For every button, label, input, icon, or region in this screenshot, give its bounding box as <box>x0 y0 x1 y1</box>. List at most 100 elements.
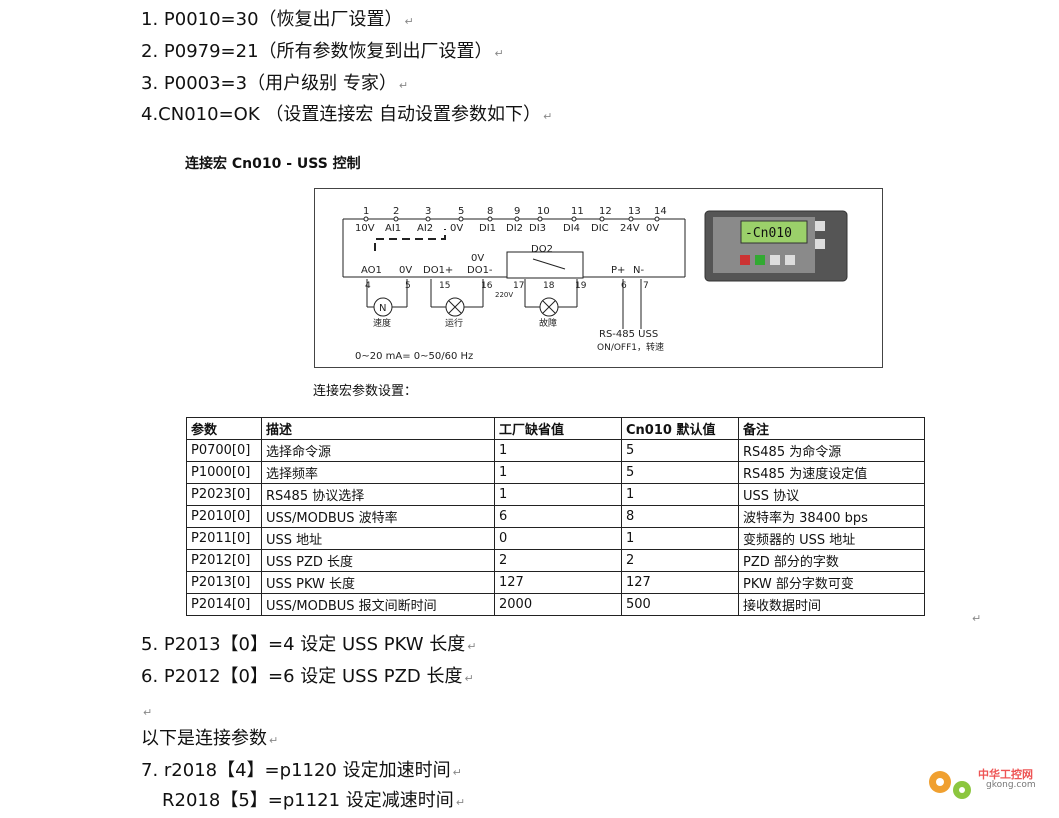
terminal-label: P+ <box>611 265 625 276</box>
table-cell: 5 <box>621 439 739 462</box>
terminal-number: 11 <box>571 206 584 217</box>
step-3: 3. P0003=3（用户级别 专家）↵ <box>141 73 409 94</box>
terminal-number: 15 <box>439 281 450 291</box>
terminal-label: 0V <box>399 265 412 276</box>
table-header: Cn010 默认值 <box>621 417 739 440</box>
terminal-label: 0V <box>646 223 659 234</box>
table-cell: 1 <box>621 483 739 506</box>
step-7: 7. r2018【4】=p1120 设定加速时间↵ <box>141 760 462 781</box>
table-cell: RS485 协议选择 <box>261 483 495 506</box>
table-cell: 选择命令源 <box>261 439 495 462</box>
terminal-label: DO1- <box>467 265 493 276</box>
terminal-number: 12 <box>599 206 612 217</box>
table-cell: P2011[0] <box>186 527 262 550</box>
watermark-sub: gkong.com <box>986 780 1036 790</box>
table-cell: USS/MODBUS 波特率 <box>261 505 495 528</box>
terminal-number: 8 <box>487 206 493 217</box>
terminal-dot <box>458 216 464 222</box>
table-cell: 选择频率 <box>261 461 495 484</box>
table-cell: RS485 为命令源 <box>738 439 925 462</box>
do2-label: DO2 <box>531 244 553 255</box>
table-cell: PZD 部分的字数 <box>738 549 925 572</box>
table-cell: RS485 为速度设定值 <box>738 461 925 484</box>
table-header: 参数 <box>186 417 262 440</box>
table-cell: 2000 <box>494 593 622 616</box>
table-header-row: 参数 描述 工厂缺省值 Cn010 默认值 备注 <box>186 417 925 440</box>
table-caption: 连接宏参数设置： <box>313 384 418 399</box>
terminal-label: N- <box>633 265 644 276</box>
table-cell: 1 <box>494 483 622 506</box>
table-cell: P0700[0] <box>186 439 262 462</box>
table-header: 描述 <box>261 417 495 440</box>
terminal-dot <box>571 216 577 222</box>
table-header: 备注 <box>738 417 925 440</box>
terminal-dot <box>425 216 431 222</box>
watermark-text: 中华工控网 <box>978 768 1033 781</box>
terminal-label: 24V <box>620 223 640 234</box>
table-cell: 6 <box>494 505 622 528</box>
table-cell: P2023[0] <box>186 483 262 506</box>
table-cell: P1000[0] <box>186 461 262 484</box>
table-cell: USS PZD 长度 <box>261 549 495 572</box>
table-cell: 1 <box>621 527 739 550</box>
table-cell: 127 <box>621 571 739 594</box>
step-5: 5. P2013【0】=4 设定 USS PKW 长度↵ <box>141 634 477 655</box>
table-cell: USS 地址 <box>261 527 495 550</box>
terminal-number: 7 <box>643 281 649 291</box>
terminal-number: 9 <box>514 206 520 217</box>
table-cell: 1 <box>494 461 622 484</box>
table-cell: 变频器的 USS 地址 <box>738 527 925 550</box>
table-cell: 2 <box>621 549 739 572</box>
table-cell: P2014[0] <box>186 593 262 616</box>
terminal-label: DI3 <box>529 223 546 234</box>
table-cell: USS PKW 长度 <box>261 571 495 594</box>
terminal-number: 5 <box>458 206 464 217</box>
terminal-dot <box>654 216 660 222</box>
table-cell: 1 <box>494 439 622 462</box>
terminal-number: 3 <box>425 206 431 217</box>
watermark-logo: 中华工控网 gkong.com <box>920 760 1050 810</box>
empty-paragraph: ↵ <box>143 706 153 719</box>
table-cell: USS 协议 <box>738 483 925 506</box>
terminal-dot <box>599 216 605 222</box>
terminal-dot <box>537 216 543 222</box>
figure-title: 连接宏 Cn010 - USS 控制 <box>185 156 361 172</box>
terminal-label: DI1 <box>479 223 496 234</box>
terminal-number: 2 <box>393 206 399 217</box>
terminal-number: 4 <box>365 281 371 291</box>
terminal-number: 10 <box>537 206 550 217</box>
ov-label: 0V <box>471 253 484 264</box>
table-cell: 0 <box>494 527 622 550</box>
table-cell: 波特率为 38400 bps <box>738 505 925 528</box>
terminal-number: 19 <box>575 281 587 291</box>
terminal-number: 6 <box>621 281 627 291</box>
terminal-dot <box>393 216 399 222</box>
terminal-label: 10V <box>355 223 375 234</box>
terminal-dot <box>363 216 369 222</box>
table-cell: 500 <box>621 593 739 616</box>
para-mark-right: ↵ <box>972 612 982 625</box>
table-header: 工厂缺省值 <box>494 417 622 440</box>
table-cell: 2 <box>494 549 622 572</box>
terminal-label: AI2 <box>417 223 433 234</box>
rs485-label: RS-485 USS <box>599 329 658 340</box>
table-cell: P2013[0] <box>186 571 262 594</box>
note-line: 以下是连接参数↵ <box>141 728 279 749</box>
terminal-number: 5 <box>405 281 411 291</box>
table-cell: PKW 部分字数可变 <box>738 571 925 594</box>
table-cell: P2012[0] <box>186 549 262 572</box>
table-cell: 接收数据时间 <box>738 593 925 616</box>
step-6: 6. P2012【0】=6 设定 USS PZD 长度↵ <box>141 666 474 687</box>
terminal-number: 14 <box>654 206 667 217</box>
terminal-label: AI1 <box>385 223 401 234</box>
terminal-label: AO1 <box>361 265 382 276</box>
motor-symbol: N <box>379 303 386 314</box>
